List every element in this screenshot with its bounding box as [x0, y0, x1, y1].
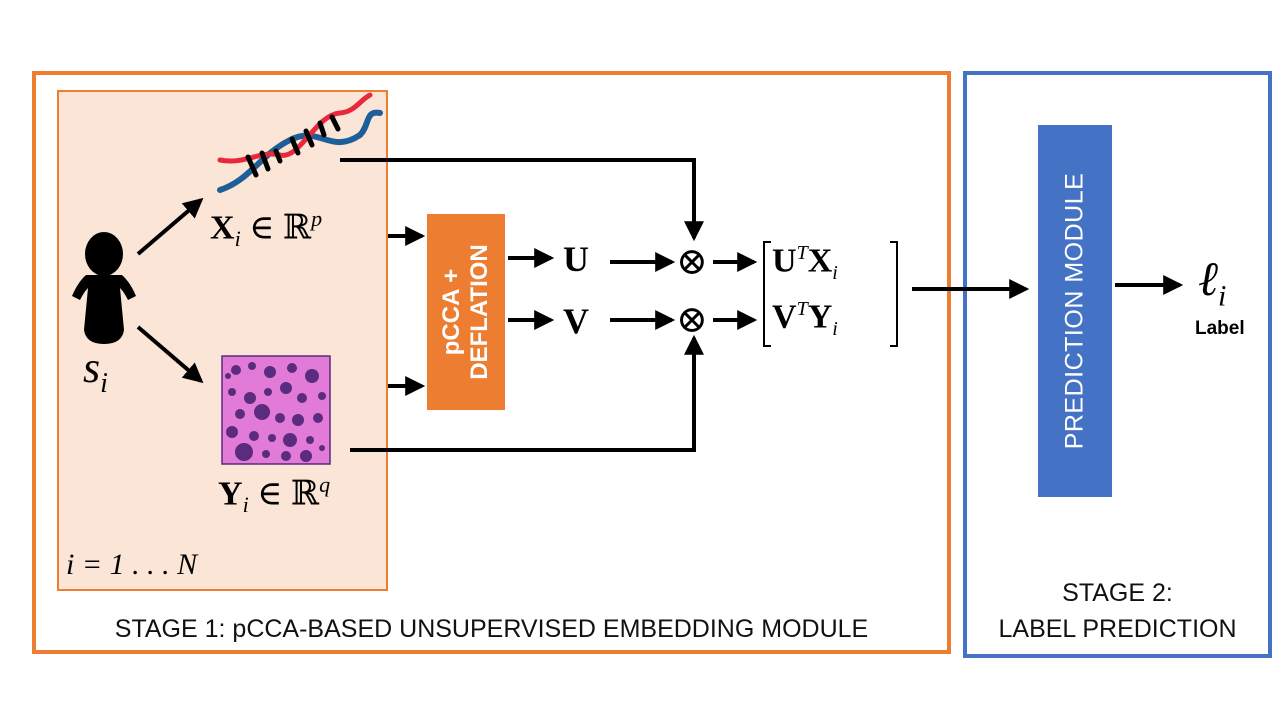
embedding-left-bracket: [763, 241, 771, 347]
multiplier-v-operator: ⊗: [676, 299, 708, 341]
stage2-frame: [963, 71, 1272, 658]
arrow-y-to-multiplier-v: [350, 334, 704, 452]
pcca-label-line2: DEFLATION: [466, 244, 493, 380]
multiplier-u-operator: ⊗: [676, 241, 708, 283]
projection-v: V: [563, 301, 589, 341]
arrow-subject-to-x: [136, 197, 204, 256]
modality-x-label: Xi ∈ ℝp: [210, 206, 323, 252]
stage1-caption: STAGE 1: pCCA-BASED UNSUPERVISED EMBEDDI…: [114, 615, 869, 643]
output-label-symbol: ℓi: [1198, 253, 1227, 313]
dna-helix-icon: [217, 92, 383, 193]
arrow-subject-to-y: [136, 325, 204, 384]
stage1-frame: [32, 71, 951, 654]
modality-y-label: Yi ∈ ℝq: [218, 472, 331, 518]
stage2-caption-line1: STAGE 2:: [1062, 579, 1173, 607]
subject-label: si: [83, 343, 108, 399]
histology-slide-icon: [221, 355, 331, 465]
prediction-module-block: PREDICTION MODULE: [1038, 125, 1112, 497]
embedding-row-y: VTYi: [772, 298, 838, 341]
prediction-module-label: PREDICTION MODULE: [1060, 172, 1089, 450]
output-label-caption: Label: [1195, 318, 1245, 339]
arrow-x-to-multiplier-u: [340, 158, 704, 242]
stage2-caption-line2: LABEL PREDICTION: [998, 615, 1237, 643]
pcca-label-line1: pCCA +: [438, 268, 465, 356]
pcca-deflation-block: pCCA + DEFLATION: [427, 214, 505, 410]
index-range-label: i = 1 . . . N: [66, 548, 198, 581]
embedding-right-bracket: [890, 241, 898, 347]
embedding-row-x: UTXi: [772, 242, 838, 285]
person-silhouette-icon: [72, 232, 136, 344]
projection-u: U: [563, 239, 589, 279]
